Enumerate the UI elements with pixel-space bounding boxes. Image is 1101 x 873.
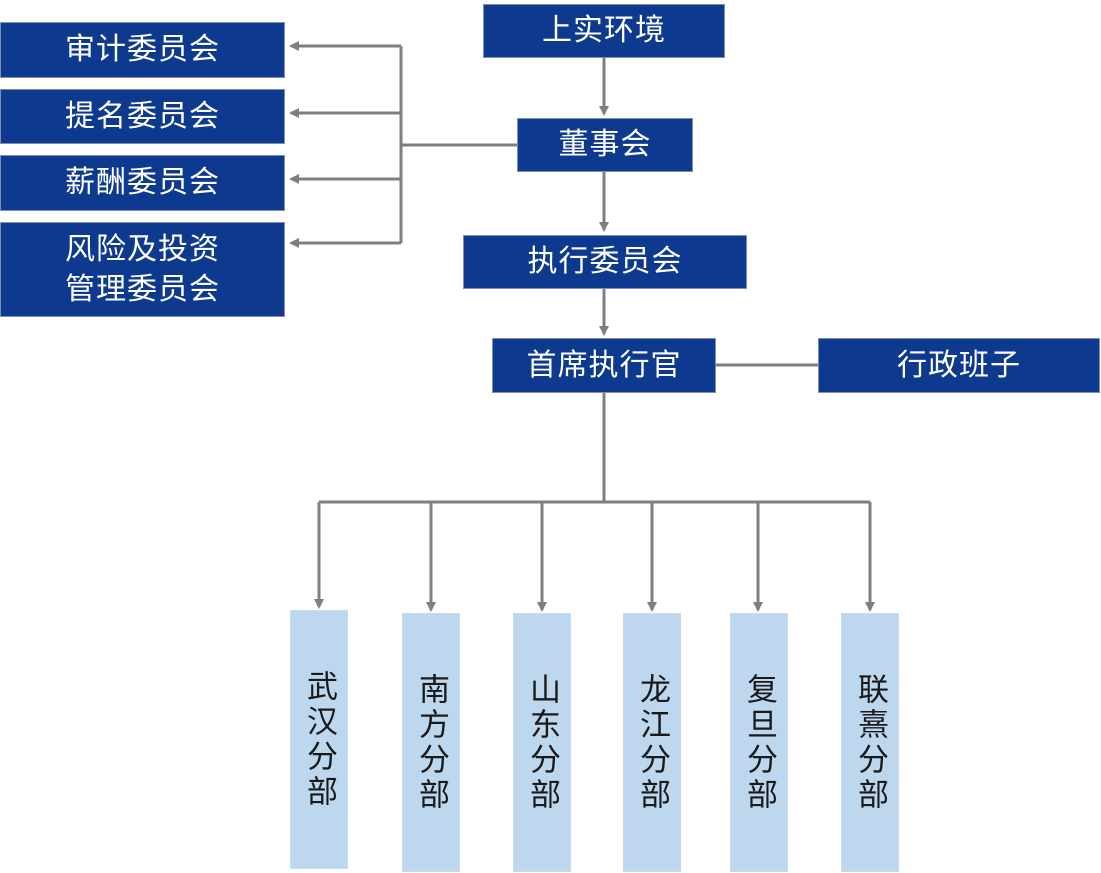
environment-box: 上实环境 (483, 4, 725, 58)
branch-south-label: 南方分部 (413, 672, 449, 813)
branch-shandong: 山东分部 (513, 613, 571, 872)
branch-fudan-label: 复旦分部 (741, 672, 777, 813)
branch-longjiang: 龙江分部 (623, 613, 681, 872)
admin-team-box: 行政班子 (818, 338, 1100, 393)
board-box: 董事会 (517, 118, 693, 172)
risk-investment-line-1: 风险及投资 (65, 231, 220, 267)
nomination-committee-box: 提名委员会 (0, 89, 285, 144)
ceo-box: 首席执行官 (492, 338, 716, 393)
risk-investment-committee-box: 风险及投资 管理委员会 (0, 222, 285, 317)
branch-fudan: 复旦分部 (730, 613, 788, 872)
branch-lianxi: 联熹分部 (841, 613, 899, 872)
risk-investment-line-2: 管理委员会 (65, 271, 220, 307)
branch-longjiang-label: 龙江分部 (634, 672, 670, 813)
remuneration-committee-box: 薪酬委员会 (0, 155, 285, 211)
branch-lianxi-label: 联熹分部 (852, 672, 888, 813)
executive-committee-box: 执行委员会 (463, 235, 747, 289)
branch-south: 南方分部 (402, 613, 460, 872)
branch-wuhan-label: 武汉分部 (301, 669, 337, 810)
audit-committee-box: 审计委员会 (0, 22, 285, 78)
branch-shandong-label: 山东分部 (524, 672, 560, 813)
branch-wuhan: 武汉分部 (290, 610, 348, 869)
